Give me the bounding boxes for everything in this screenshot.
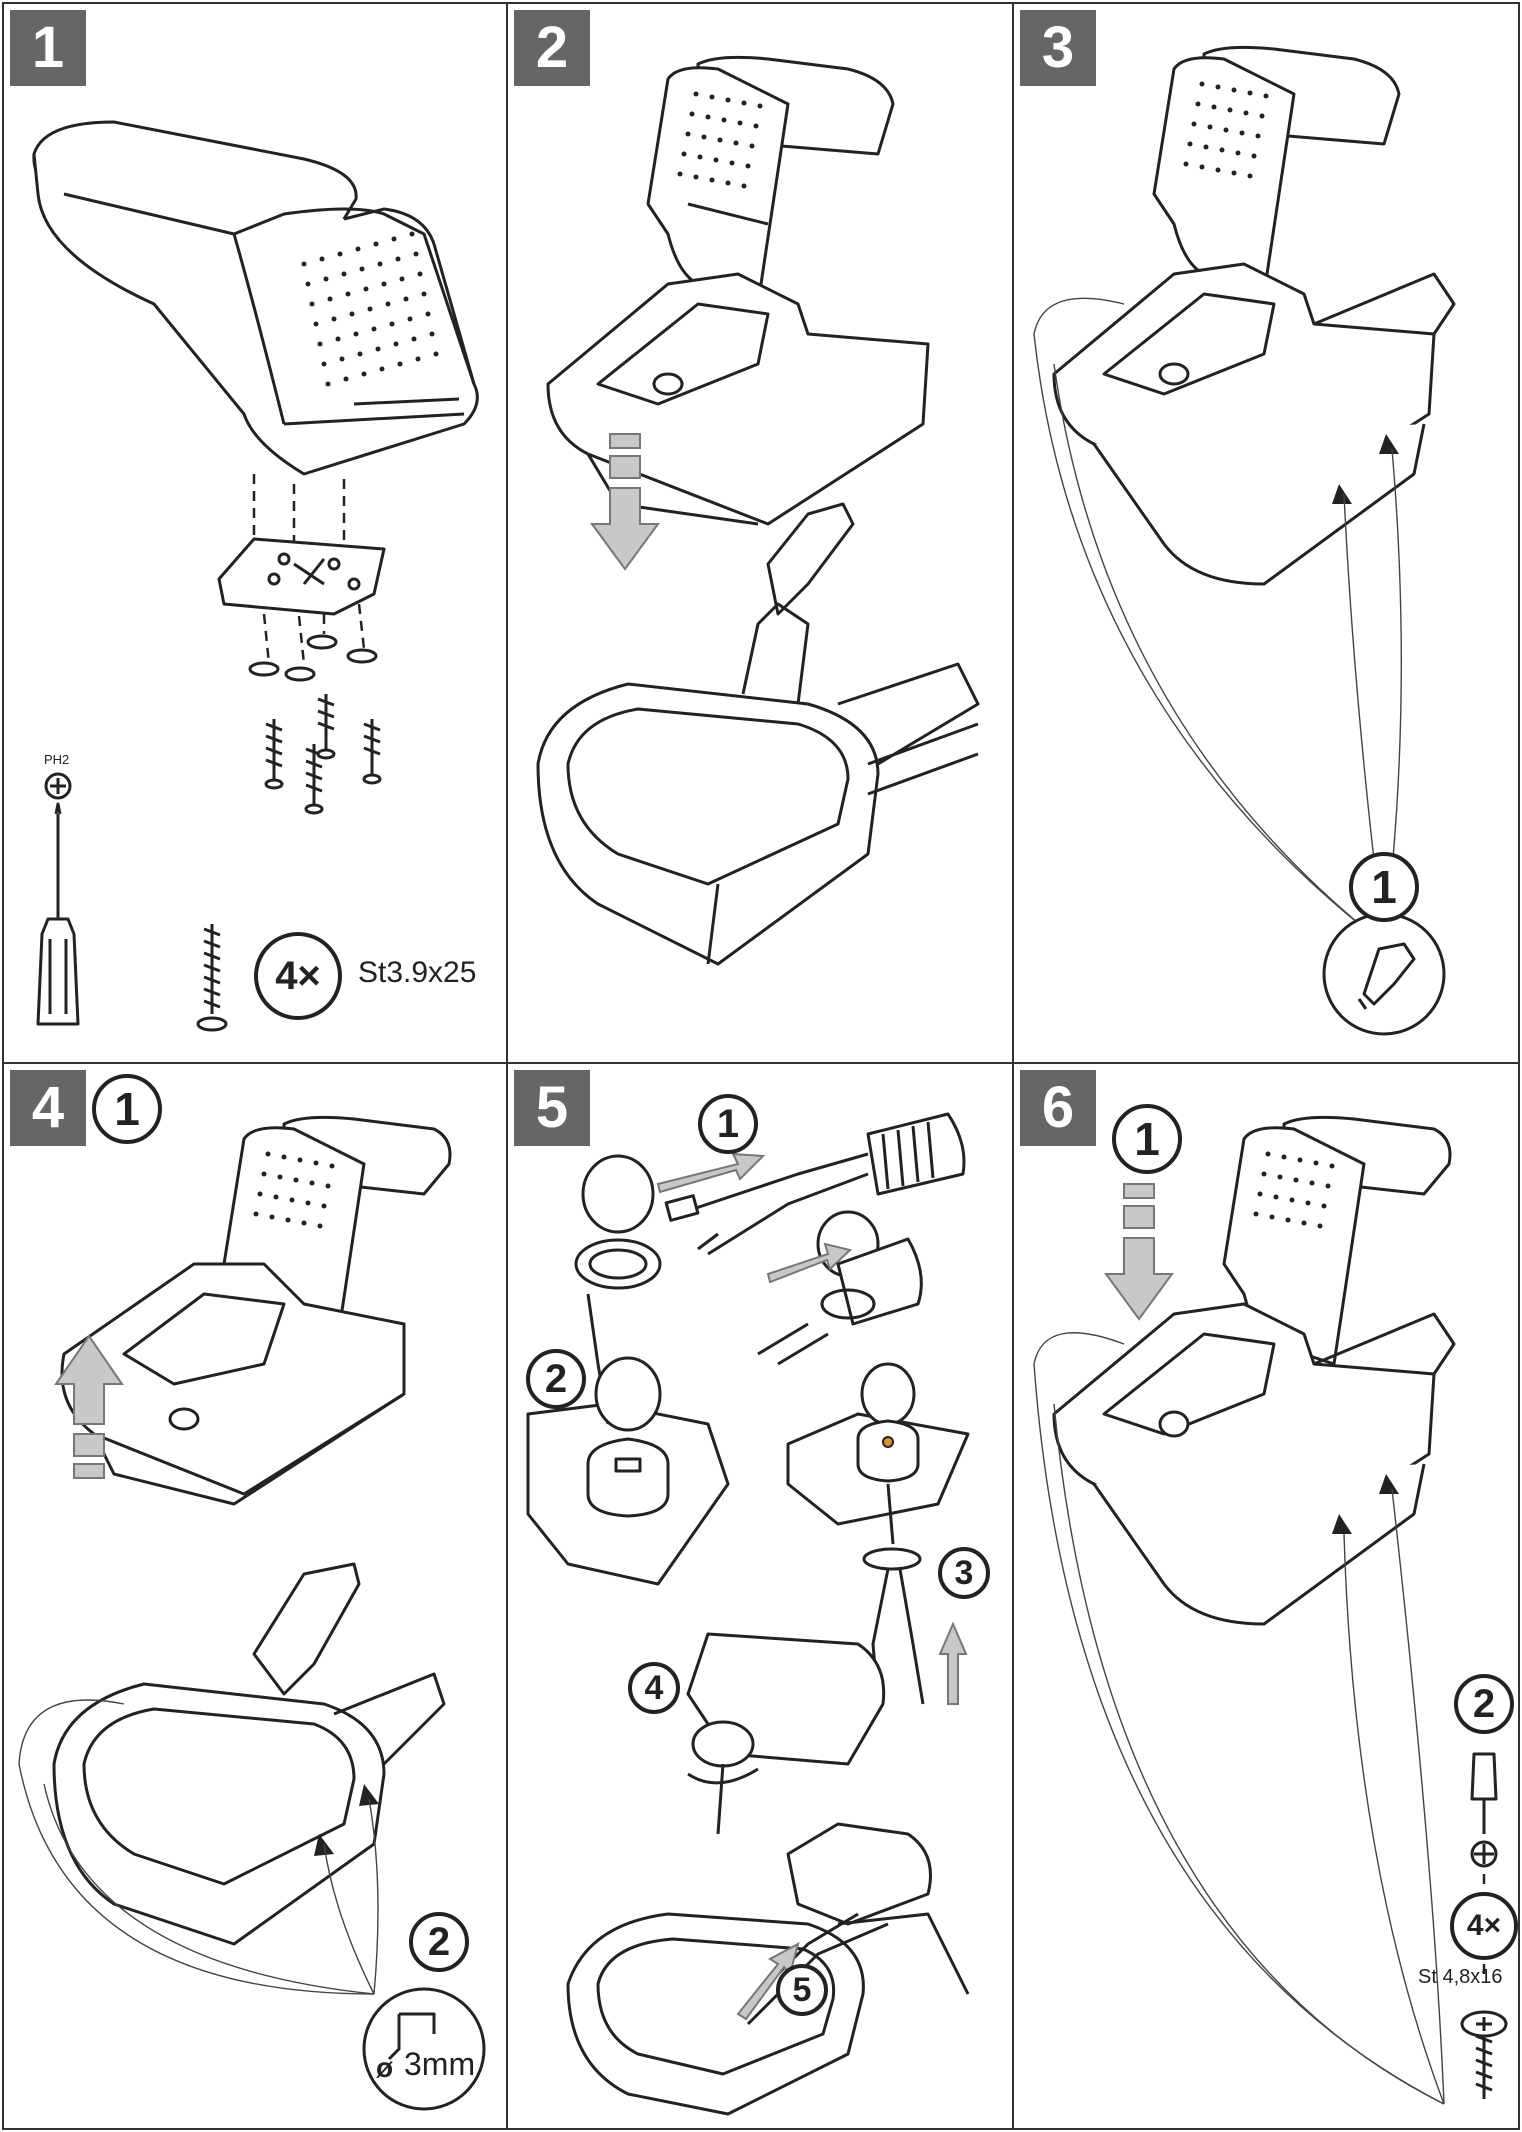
step-number-badge: 6 xyxy=(1020,1070,1096,1146)
substep-circle-2: 2 xyxy=(409,1912,469,1972)
perforation-pattern xyxy=(1183,81,1269,179)
screwdriver-icon xyxy=(36,802,80,1026)
armrest-lift-drill-illustration xyxy=(18,1115,486,2111)
diameter-symbol: ø xyxy=(376,2052,394,2083)
perforation-pattern xyxy=(677,91,763,189)
socket-install-illustration xyxy=(526,1112,970,2116)
substep-circle-5: 5 xyxy=(776,1964,828,2016)
substep-circle-1: 1 xyxy=(698,1094,758,1154)
perforation-pattern xyxy=(253,1151,335,1229)
panel-step-1: 1 xyxy=(2,2,508,1064)
bit-size-label: PH2 xyxy=(44,752,70,767)
armrest-on-console-illustration xyxy=(1033,45,1456,1036)
perforation-pattern xyxy=(301,231,439,387)
substep-circle: 1 xyxy=(1349,852,1419,922)
step-number-badge: 2 xyxy=(514,10,590,86)
drill-size-label: 3mm xyxy=(404,2046,476,2082)
step-number-badge: 3 xyxy=(1020,10,1096,86)
up-arrow-icon xyxy=(54,1334,124,1479)
substep-circle-2: 2 xyxy=(526,1349,586,1409)
mark-holes-hand-icon xyxy=(1322,912,1446,1036)
perforation-pattern xyxy=(1253,1151,1335,1229)
panel-step-6: 6 1 xyxy=(1012,1062,1520,2130)
armrest-placement-illustration xyxy=(536,55,980,966)
down-arrow-icon xyxy=(1104,1183,1174,1321)
screw-spec-label: St3.9x25 xyxy=(358,956,477,989)
substep-circle-3: 3 xyxy=(938,1547,990,1599)
screw-count-circle: 4× xyxy=(254,932,342,1020)
substep-circle-2: 2 xyxy=(1454,1674,1514,1734)
panel-step-4: 4 1 xyxy=(2,1062,508,2130)
step-number-badge: 1 xyxy=(10,10,86,86)
screw-icon xyxy=(1460,2010,1508,2099)
screwdriver-icon xyxy=(1470,1752,1498,1979)
drill-bit-icon xyxy=(362,1987,486,2111)
armrest-fixing-illustration xyxy=(1033,1115,1508,2105)
screw-count-circle: 4× xyxy=(1450,1892,1518,1960)
step-number-badge: 4 xyxy=(10,1070,86,1146)
screw-icon xyxy=(196,924,228,1032)
substep-circle-1: 1 xyxy=(92,1074,162,1144)
screw-spec-label: St 4,8x16 xyxy=(1418,1966,1503,1988)
substep-circle-4: 4 xyxy=(628,1662,680,1714)
step-number-badge: 5 xyxy=(514,1070,590,1146)
panel-step-5: 5 xyxy=(506,1062,1014,2130)
panel-step-2: 2 xyxy=(506,2,1014,1064)
armrest-exploded-illustration xyxy=(32,120,479,1032)
screws xyxy=(264,694,382,815)
down-arrow-icon xyxy=(590,433,660,571)
panel-step-3: 3 xyxy=(1012,2,1520,1064)
substep-circle-1: 1 xyxy=(1112,1104,1182,1174)
